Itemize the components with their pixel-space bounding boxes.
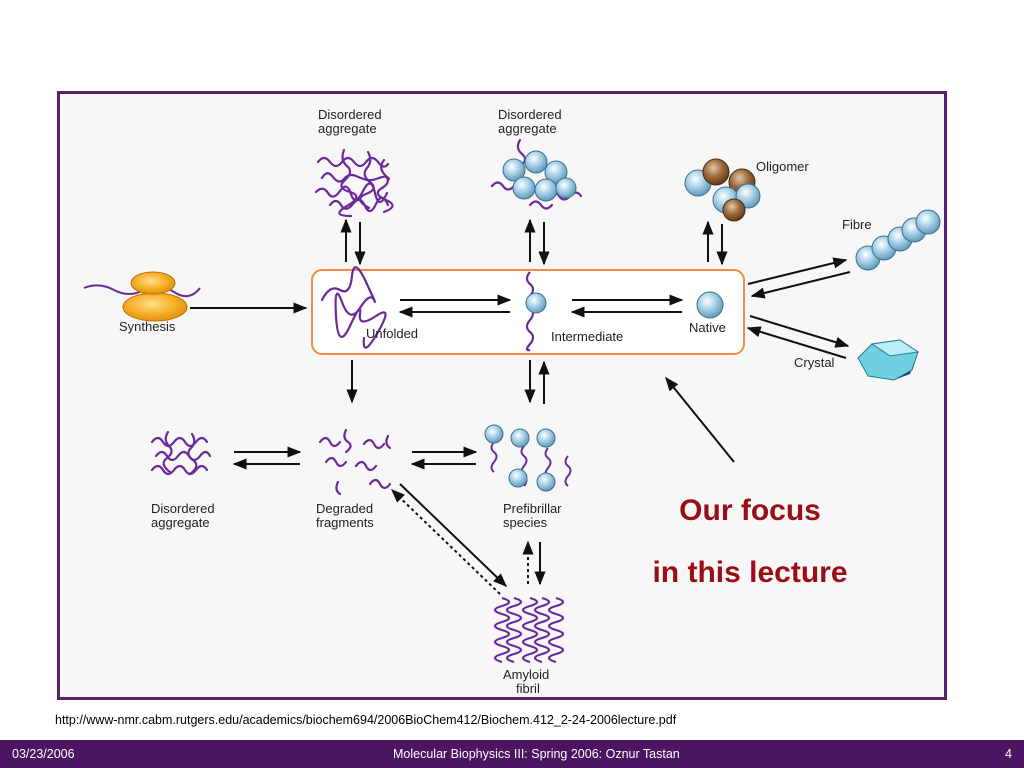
footer-page-number: 4 [1005, 747, 1012, 761]
label-unfolded: Unfolded [366, 326, 418, 341]
label-crystal: Crystal [794, 355, 835, 370]
folding-pathway-box [311, 269, 745, 355]
label-oligomer: Oligomer [756, 159, 809, 174]
unfolded-graphic [320, 266, 387, 349]
label-disordered-aggregate-bottom: Disordered aggregate [151, 501, 218, 530]
footer-date: 03/23/2006 [12, 747, 75, 761]
label-prefibrillar-species: Prefibrillar species [503, 501, 565, 530]
fibre-graphic [855, 209, 941, 271]
label-degraded-fragments: Degraded fragments [316, 501, 377, 530]
focus-pointer-arrow [665, 376, 735, 463]
label-synthesis: Synthesis [119, 319, 176, 334]
focus-line-2: in this lecture [652, 556, 848, 589]
arrow-degraded-to-amyloid [399, 483, 508, 587]
intermediate-graphic [525, 271, 547, 352]
label-amyloid-fibril: Amyloid fibril [503, 667, 553, 696]
degraded-fragments-graphic [318, 428, 392, 496]
source-url: http://www-nmr.cabm.rutgers.edu/academic… [55, 713, 677, 727]
slide-footer: 03/23/2006 Molecular Biophysics III: Spr… [0, 740, 1024, 768]
arrow-native-to-crystal [749, 315, 850, 348]
arrow-fibre-to-native [750, 271, 851, 299]
label-fibre: Fibre [842, 217, 872, 232]
amyloid-fibril-graphic [493, 596, 565, 664]
label-native: Native [689, 320, 726, 335]
prefibrillar-species-graphic [484, 424, 572, 492]
crystal-graphic [857, 339, 920, 381]
oligomer-graphic [684, 158, 761, 222]
label-intermediate: Intermediate [551, 329, 623, 344]
disordered-aggregate-top-left-graphic [314, 148, 394, 218]
label-disordered-aggregate-top-left: Disordered aggregate [318, 107, 385, 136]
footer-title: Molecular Biophysics III: Spring 2006: O… [393, 747, 680, 761]
native-graphic [696, 291, 724, 319]
label-disordered-aggregate-top-mid: Disordered aggregate [498, 107, 565, 136]
arrow-native-to-fibre [747, 257, 848, 285]
disordered-aggregate-top-mid-graphic [490, 138, 583, 210]
disordered-aggregate-bottom-graphic [150, 430, 212, 476]
arrow-crystal-to-native [746, 326, 847, 359]
arrow-amyloid-to-degraded [390, 489, 501, 595]
focus-line-1: Our focus [679, 494, 821, 527]
synthesis-graphic [83, 271, 201, 322]
